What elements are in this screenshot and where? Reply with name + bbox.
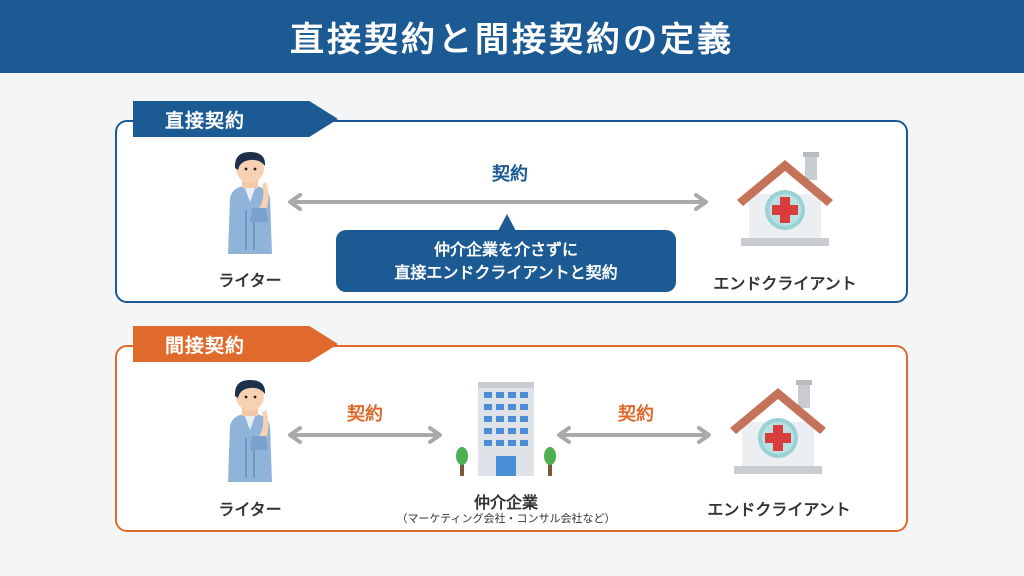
direct-client-label: エンドクライアント <box>713 274 857 293</box>
double-arrow-icon <box>557 426 711 444</box>
indirect-contract-label-left: 契約 <box>347 404 383 425</box>
direct-contract-label: 契約 <box>492 164 528 185</box>
bubble-tail <box>498 214 516 231</box>
agency-label: 仲介企業 <box>473 493 538 512</box>
hospital-house-icon <box>737 152 833 246</box>
direct-writer-label: ライター <box>218 271 282 290</box>
agency-sublabel: （マーケティング会社・コンサル会社など） <box>396 512 616 525</box>
direct-explanation-bubble: 仲介企業を介さずに 直接エンドクライアントと契約 <box>336 230 676 292</box>
double-arrow-icon <box>288 426 442 444</box>
office-building-icon <box>456 382 556 476</box>
double-arrow-icon <box>288 193 708 211</box>
writer-person-icon <box>228 152 272 254</box>
hospital-house-icon <box>730 380 826 474</box>
indirect-client-label: エンドクライアント <box>707 500 851 519</box>
page-title: 直接契約と間接契約の定義 <box>290 20 734 60</box>
title-banner: 直接契約と間接契約の定義 <box>0 0 1024 73</box>
indirect-writer-label: ライター <box>218 500 282 519</box>
bubble-line-2: 直接エンドクライアントと契約 <box>394 263 618 282</box>
indirect-contract-tag: 間接契約 <box>133 326 338 362</box>
bubble-line-1: 仲介企業を介さずに <box>433 240 578 259</box>
writer-person-icon <box>228 380 272 482</box>
indirect-contract-label-right: 契約 <box>618 404 654 425</box>
direct-contract-tag: 直接契約 <box>133 101 338 137</box>
